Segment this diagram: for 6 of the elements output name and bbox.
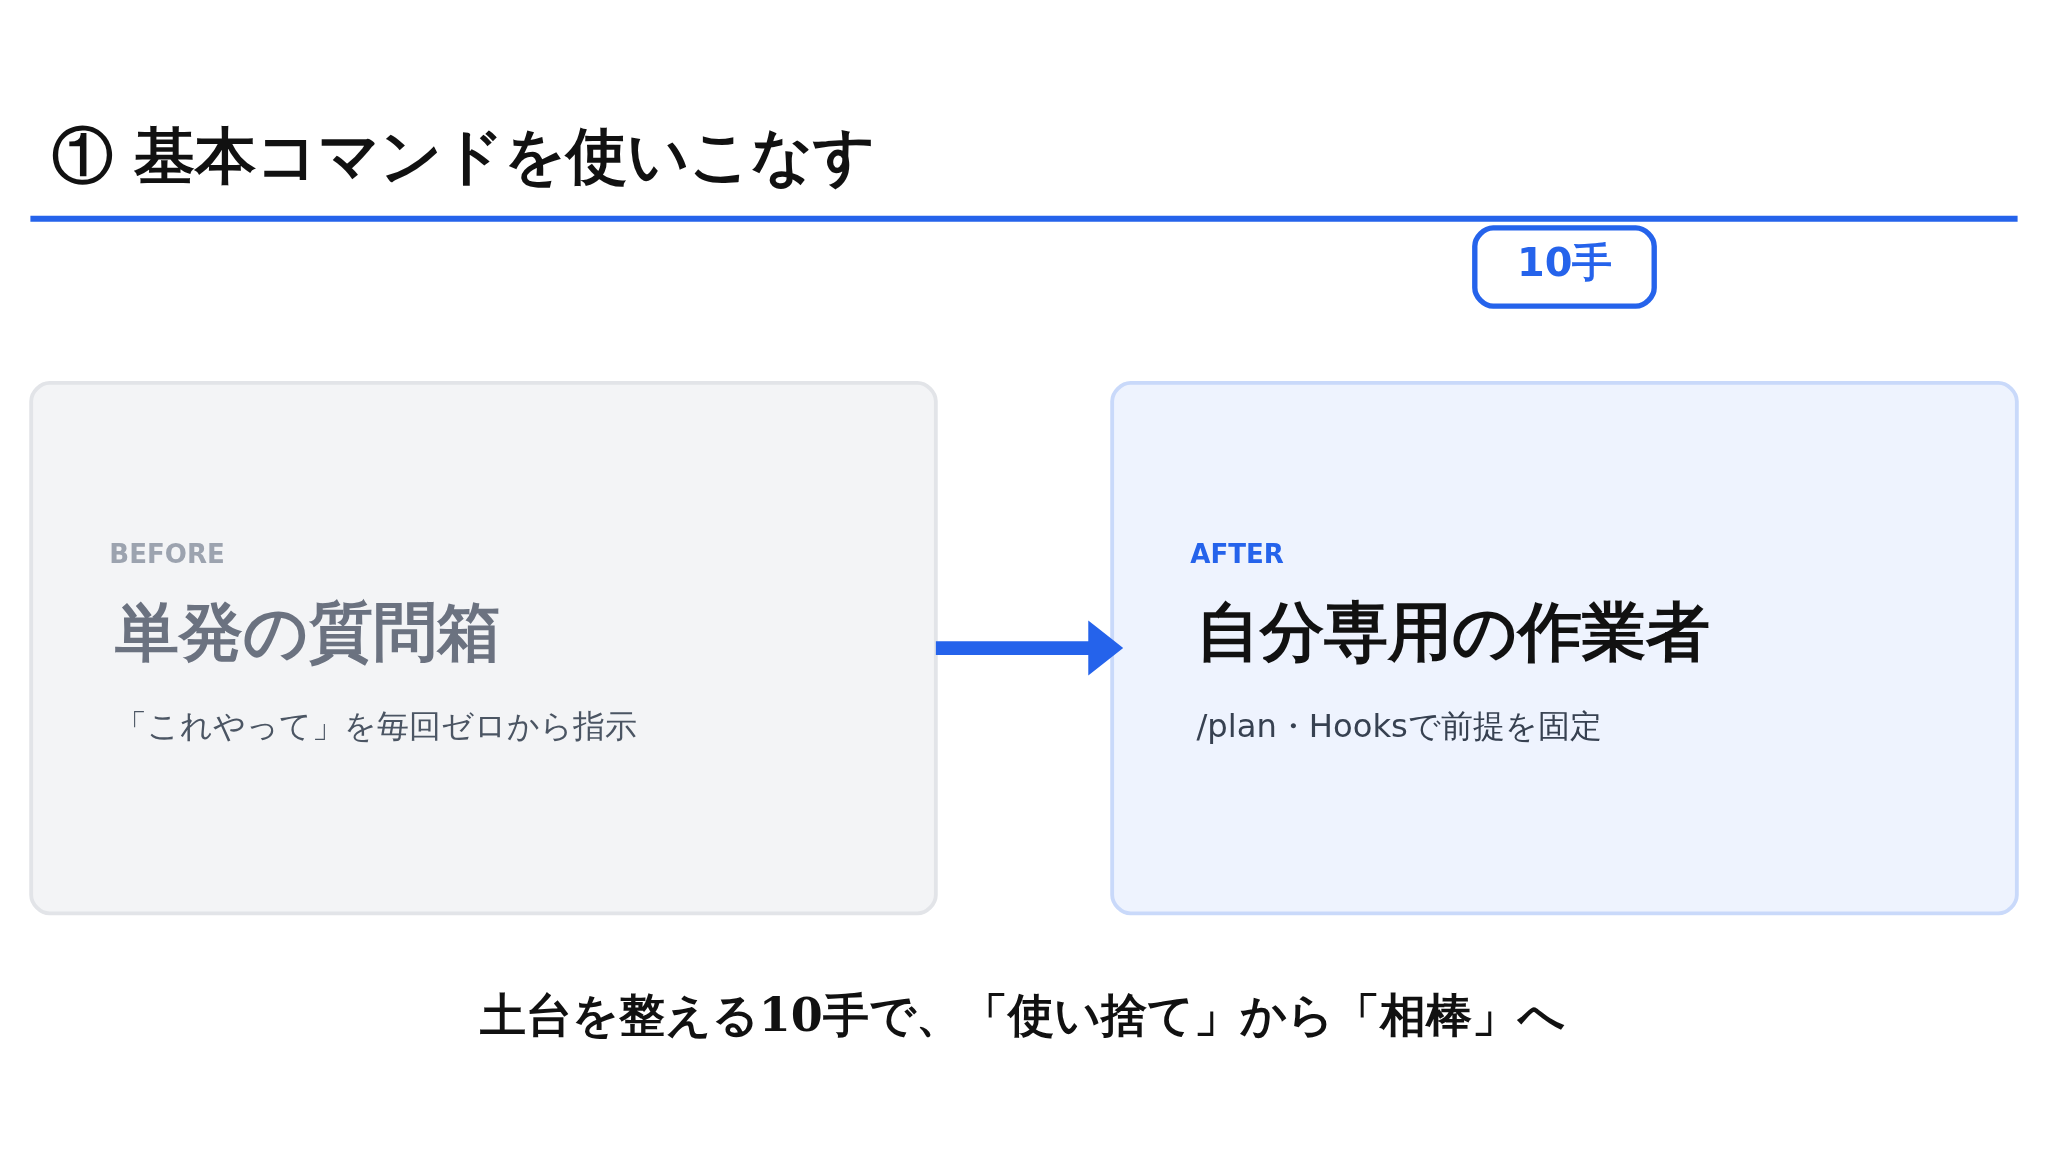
caption: 土台を整える10手で、「使い捨て」から「相棒」へ: [479, 988, 1565, 1043]
diagram-title: ① 基本コマンドを使いこなす: [51, 119, 876, 192]
node-box: AFTER 自分専用の作業者 /plan・Hooksで前提を固定: [1110, 380, 2019, 916]
node-box: 10手: [1472, 225, 1657, 309]
arrow: [935, 620, 1124, 676]
node-box: BEFORE 単発の質問箱 「これやって」を毎回ゼロから指示: [29, 380, 938, 916]
